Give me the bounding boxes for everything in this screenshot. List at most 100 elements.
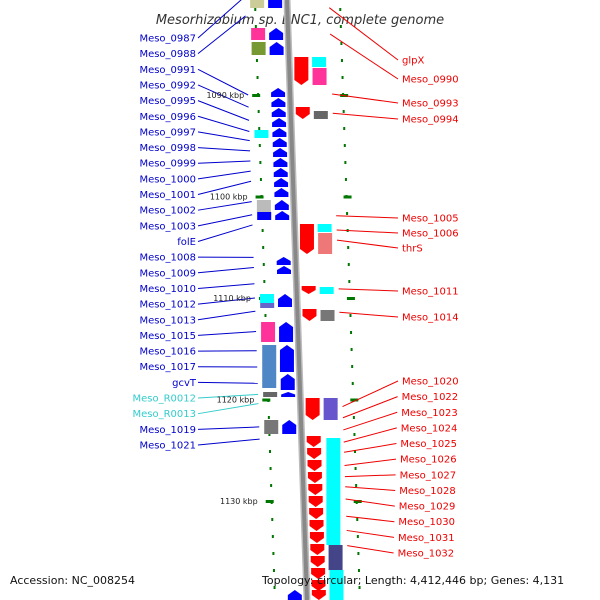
minor-tick-right: [343, 127, 346, 130]
feature-block: [254, 130, 269, 138]
forward-cds-arrow: [278, 294, 293, 307]
minor-tick-left: [263, 280, 266, 283]
backbone-line: [285, 0, 309, 600]
left-gene-label: Meso_1021: [139, 441, 196, 452]
minor-tick-right: [353, 433, 356, 436]
left-gene-label: Meso_1010: [139, 284, 196, 295]
minor-tick-right: [354, 467, 357, 470]
left-gene-label: Meso_1003: [139, 221, 196, 232]
minor-tick-left: [269, 467, 272, 470]
left-gene-label: Meso_1017: [139, 362, 196, 373]
forward-cds-arrow: [269, 42, 284, 55]
minor-tick-right: [340, 42, 343, 45]
leader-line: [342, 380, 399, 408]
right-gene-label: Meso_1025: [400, 439, 457, 450]
feature-block: [257, 212, 272, 220]
reverse-cds-arrow: [295, 107, 310, 119]
leader-line: [345, 498, 395, 507]
right-gene-label: Meso_0990: [402, 75, 459, 86]
minor-tick-right: [356, 518, 359, 521]
left-leader-lines: [197, 0, 260, 446]
right-gene-label: Meso_1029: [399, 502, 456, 513]
major-tick-left: [255, 195, 264, 199]
minor-tick-right: [349, 314, 352, 317]
feature-block: [259, 294, 274, 303]
right-gene-label: Meso_1031: [398, 533, 455, 544]
leader-line: [329, 33, 399, 80]
reverse-cds-arrow: [311, 580, 326, 591]
forward-cds-arrow: [277, 266, 291, 274]
minor-tick-left: [255, 59, 258, 62]
left-gene-label: Meso_1002: [139, 206, 196, 217]
right-gene-label: Meso_0994: [402, 115, 459, 126]
feature-block: [263, 392, 278, 397]
minor-tick-left: [259, 178, 262, 181]
left-gene-label: Meso_R0012: [132, 394, 196, 405]
minor-tick-left: [267, 416, 270, 419]
right-gene-labels: glpXMeso_0990Meso_0993Meso_0994Meso_1005…: [398, 56, 459, 560]
right-gene-label: Meso_0993: [402, 99, 459, 110]
leader-line: [343, 443, 397, 453]
forward-cds-arrow: [274, 188, 289, 197]
leader-line: [197, 170, 251, 180]
feature-block: [312, 68, 327, 85]
left-gene-label: Meso_R0013: [132, 409, 196, 420]
kbp-label: 1110 kbp: [213, 294, 251, 303]
reverse-cds-arrow: [311, 590, 326, 600]
forward-cds-arrow: [279, 322, 294, 342]
leader-line: [197, 180, 252, 196]
leader-line: [197, 115, 250, 133]
right-leader-lines: [328, 7, 399, 554]
major-tick-left: [262, 398, 271, 402]
kbp-label: 1130 kbp: [220, 497, 258, 506]
minor-tick-left: [272, 552, 275, 555]
right-gene-label: Meso_1011: [402, 287, 459, 298]
right-gene-label: Meso_1022: [402, 392, 459, 403]
forward-cds-arrow: [275, 211, 290, 220]
minor-tick-right: [344, 161, 347, 164]
leader-line: [339, 311, 399, 318]
right-gene-label: thrS: [402, 244, 423, 255]
leader-line: [197, 214, 253, 227]
minor-tick-right: [351, 382, 354, 385]
leader-line: [336, 215, 399, 219]
reverse-cds-arrow: [311, 568, 326, 579]
minor-tick-right: [346, 212, 349, 215]
leader-line: [342, 396, 398, 419]
minor-tick-right: [357, 552, 360, 555]
leader-line: [197, 224, 253, 242]
leader-line: [332, 112, 399, 120]
minor-tick-left: [273, 586, 276, 589]
feature-block: [318, 233, 333, 254]
forward-cds-arrow: [269, 28, 284, 40]
leader-line: [344, 458, 397, 466]
reverse-cds-arrow: [309, 532, 324, 543]
right-gene-label: Meso_1026: [400, 455, 457, 466]
minor-tick-left: [264, 314, 267, 317]
leader-line: [197, 68, 249, 96]
leader-line: [336, 229, 399, 234]
minor-tick-left: [270, 484, 273, 487]
left-gene-label: Meso_0987: [139, 34, 196, 45]
leader-line: [343, 411, 398, 431]
forward-cds-arrow: [272, 128, 287, 137]
leader-line: [197, 403, 259, 415]
reverse-cds-arrow: [310, 556, 325, 567]
feature-block: [312, 57, 327, 67]
feature-block: [326, 438, 341, 545]
leader-line: [347, 545, 394, 554]
left-gene-label: Meso_0992: [139, 80, 196, 91]
minor-tick-right: [344, 178, 347, 181]
leader-line: [346, 529, 395, 538]
forward-cds-arrow: [279, 345, 294, 372]
reverse-cds-arrow: [305, 398, 320, 420]
minor-tick-left: [268, 433, 271, 436]
right-gene-label: Meso_1032: [398, 549, 455, 560]
reverse-cds-arrow: [294, 57, 309, 85]
reverse-cds-arrow: [307, 448, 322, 459]
reverse-cds-arrow: [299, 224, 314, 254]
feature-block: [320, 310, 335, 321]
minor-tick-left: [257, 110, 260, 113]
right-gene-label: Meso_1023: [401, 408, 458, 419]
